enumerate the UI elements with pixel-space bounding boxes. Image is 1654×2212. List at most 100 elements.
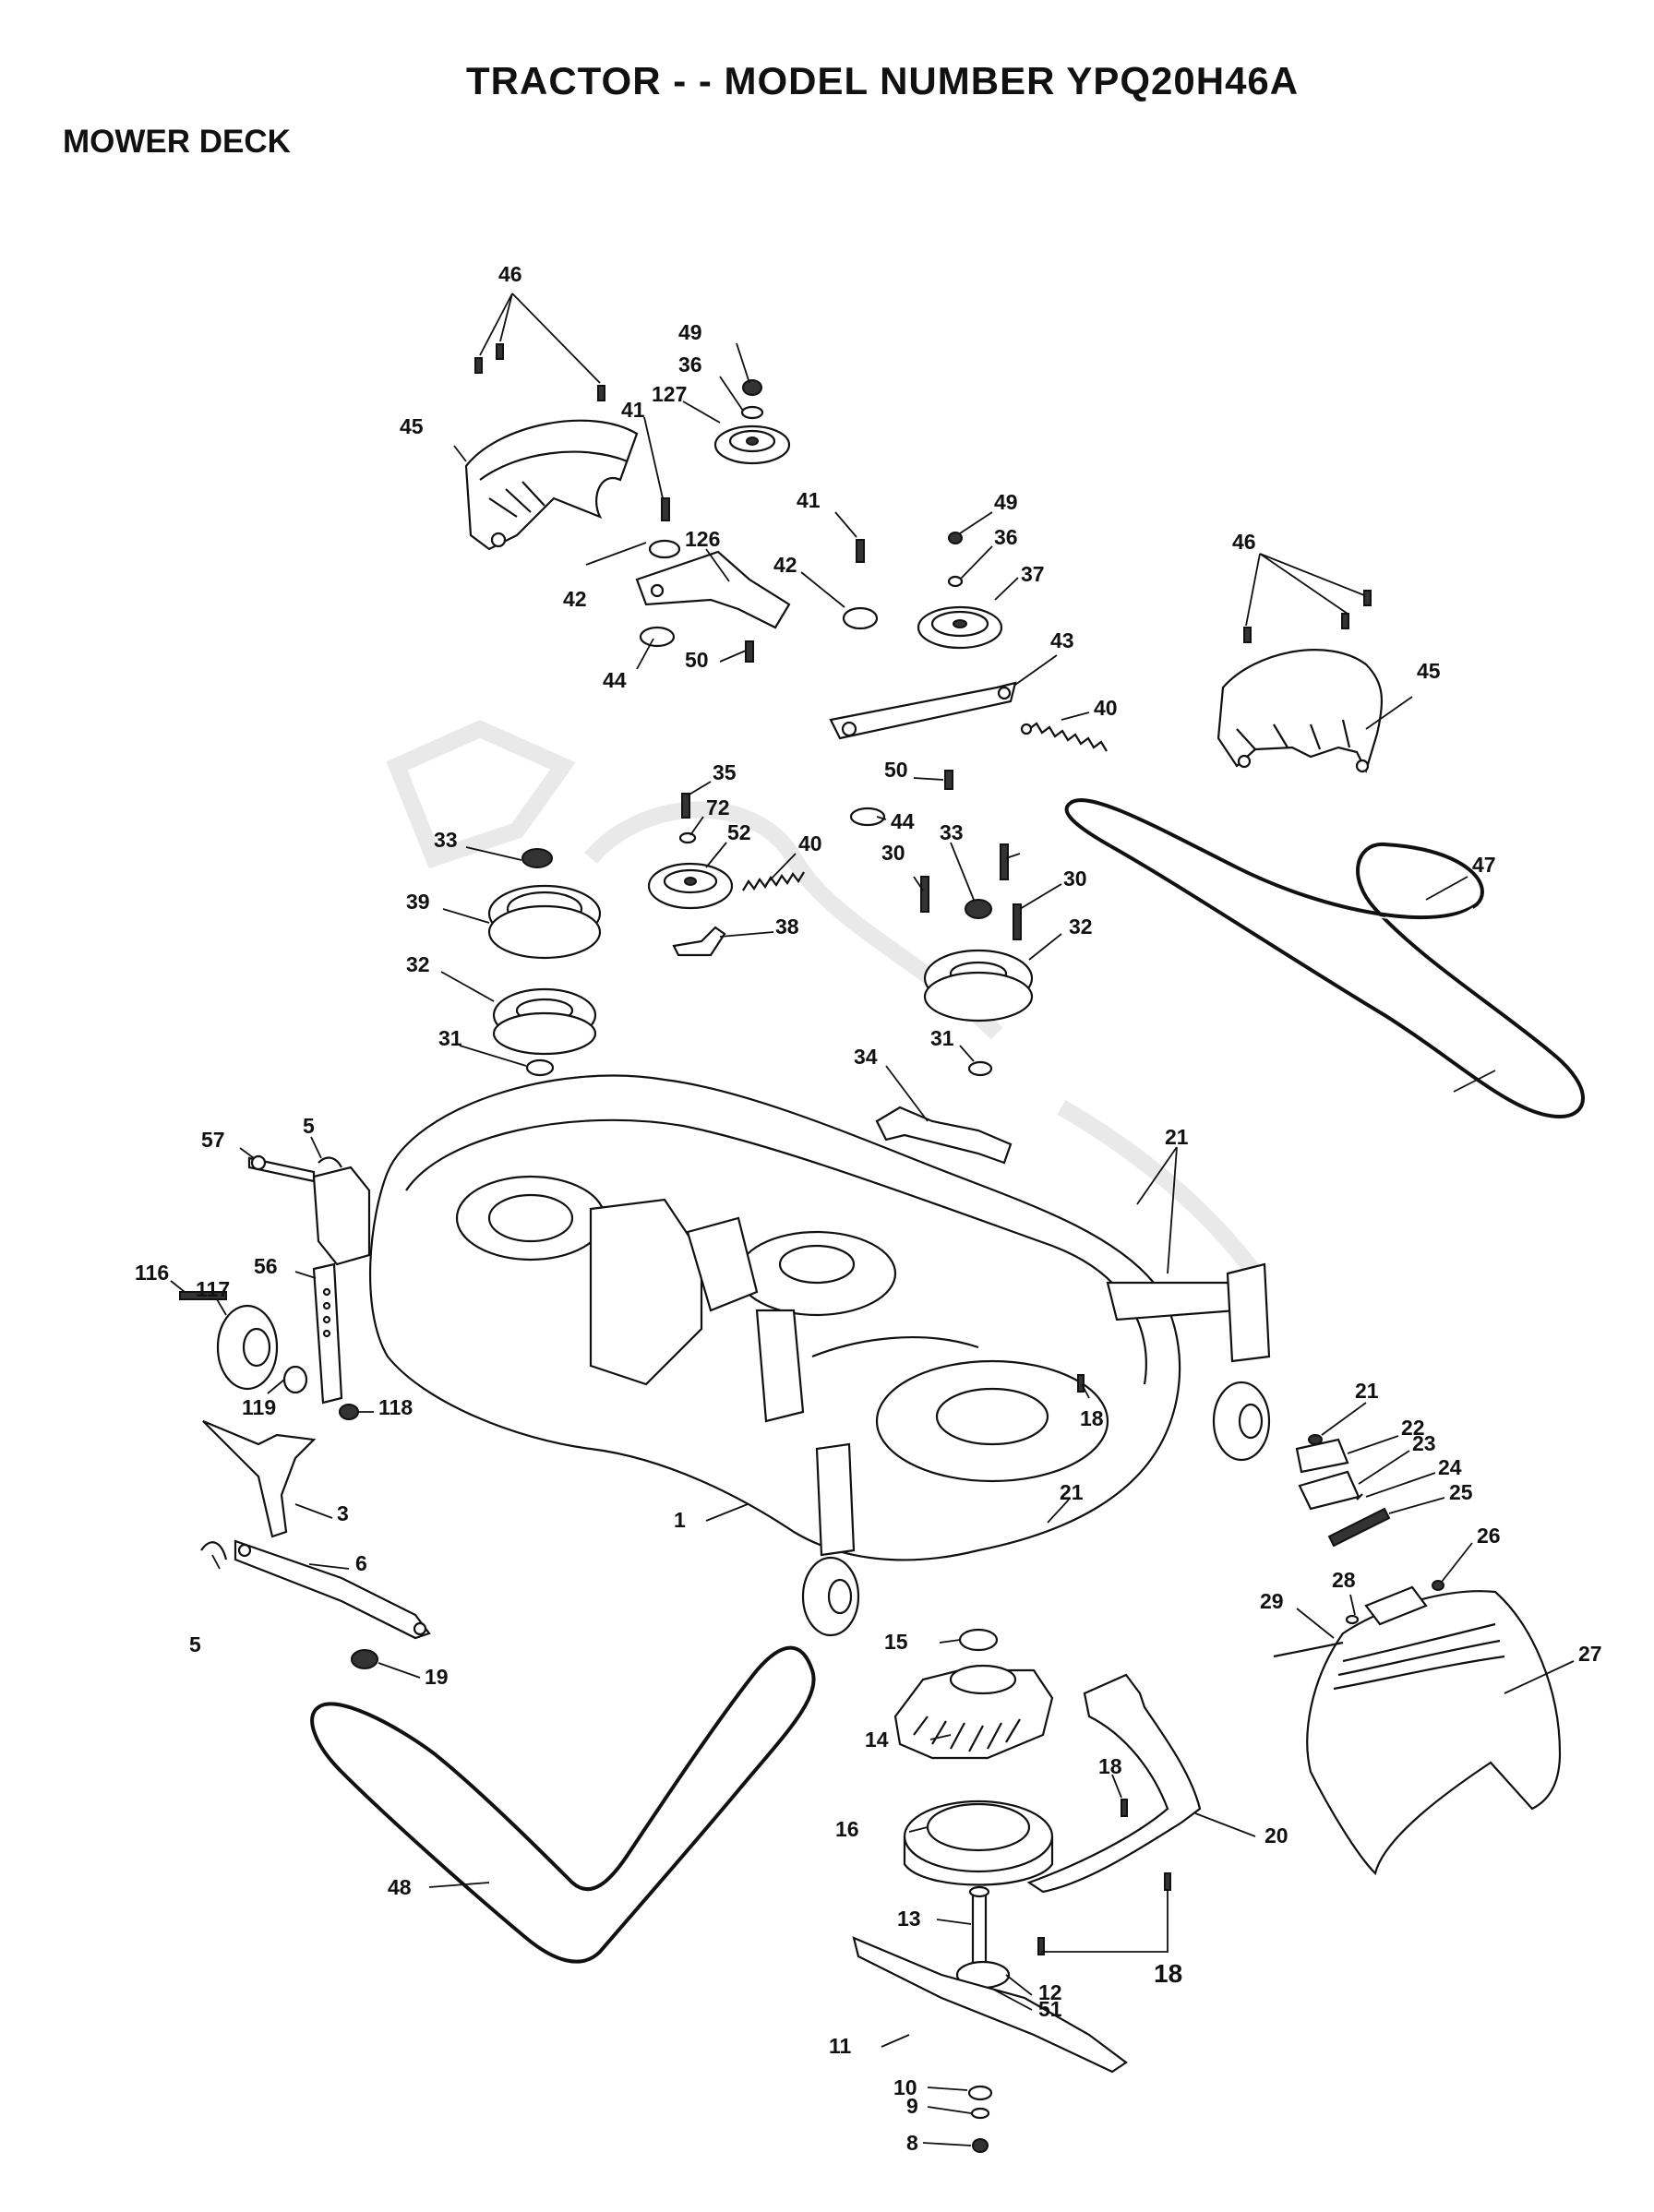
watermark <box>386 720 1263 1279</box>
callout-31-left: 31 <box>438 1026 462 1050</box>
idler-pulley-37 <box>917 532 1003 650</box>
callout-50-right: 50 <box>884 758 908 782</box>
callout-42-right: 42 <box>773 553 797 577</box>
callout-50-left: 50 <box>685 648 709 672</box>
callout-21-chute: 21 <box>1355 1379 1379 1403</box>
callout-12: 12 <box>1038 1980 1062 2004</box>
callout-33-left: 33 <box>434 828 458 852</box>
callout-51: 51 <box>1038 1997 1062 2021</box>
discharge-chute-27 <box>1273 1585 1562 1876</box>
callout-25: 25 <box>1449 1480 1473 1504</box>
callout-42-left: 42 <box>563 587 587 611</box>
callout-27: 27 <box>1578 1642 1602 1666</box>
callout-119: 119 <box>242 1395 276 1419</box>
callout-39: 39 <box>406 890 430 914</box>
callout-13: 13 <box>897 1907 921 1931</box>
callout-127: 127 <box>652 382 687 406</box>
spindle-assembly <box>852 1628 1128 2153</box>
callout-40-lower: 40 <box>798 831 822 855</box>
callout-45-left: 45 <box>400 414 424 438</box>
screws-46-right <box>1243 590 1372 643</box>
idler-arm-43 <box>829 681 1017 740</box>
section-title: MOWER DECK <box>63 124 291 160</box>
callout-20: 20 <box>1264 1823 1288 1847</box>
callout-46-left: 46 <box>498 262 522 286</box>
callout-38: 38 <box>775 915 799 939</box>
callout-35: 35 <box>713 760 737 784</box>
callout-41-right: 41 <box>797 488 821 512</box>
gauge-wheel-front <box>179 1291 359 1420</box>
callout-28: 28 <box>1332 1568 1356 1592</box>
callout-117: 117 <box>196 1277 230 1301</box>
pulley-stack-left <box>487 848 602 1077</box>
callout-57: 57 <box>201 1128 225 1152</box>
callout-36-right: 36 <box>994 525 1018 549</box>
gauge-wheel-rear-right <box>1212 1262 1271 1462</box>
callout-47: 47 <box>1472 853 1496 877</box>
bracket-38 <box>672 926 726 957</box>
link-6 <box>200 1539 431 1640</box>
callout-labels: 46 41 45 49 36 127 126 42 44 50 41 42 49… <box>135 262 1602 2155</box>
pulley-stack-right <box>849 770 1034 1077</box>
callout-126: 126 <box>685 527 720 551</box>
bolt-19 <box>351 1649 378 1669</box>
callout-32-left: 32 <box>406 952 430 976</box>
callout-29: 29 <box>1260 1589 1284 1613</box>
callout-14: 14 <box>865 1728 889 1752</box>
link-3 <box>202 1419 317 1538</box>
callout-40-upper: 40 <box>1094 696 1118 720</box>
bracket-34 <box>875 1106 1013 1165</box>
callout-1: 1 <box>674 1508 686 1532</box>
leader-lines <box>170 293 1575 2146</box>
callout-23: 23 <box>1412 1431 1436 1455</box>
belt-cover-right <box>1217 649 1384 773</box>
callout-22: 22 <box>1401 1416 1425 1440</box>
callout-11: 11 <box>829 2034 852 2058</box>
callout-3: 3 <box>337 1501 349 1525</box>
screws-46-left <box>474 343 605 401</box>
callout-5-upper: 5 <box>303 1114 315 1138</box>
belt-cover-left <box>464 419 639 551</box>
deck-belt-48 <box>310 1645 816 1964</box>
callout-10: 10 <box>893 2075 917 2099</box>
drive-belt-47 <box>1064 798 1585 1119</box>
spring-40-upper <box>1020 722 1108 752</box>
baffle-20 <box>1026 1374 1202 1955</box>
callout-37: 37 <box>1021 562 1045 586</box>
callout-18-baffle: 18 <box>1098 1754 1122 1778</box>
callout-6: 6 <box>355 1551 367 1575</box>
callout-44-left: 44 <box>603 668 627 692</box>
callout-32-right: 32 <box>1069 915 1093 939</box>
mower-deck-housing <box>368 1074 1239 1561</box>
callout-21-upper: 21 <box>1165 1125 1189 1149</box>
front-bracket <box>247 1154 371 1405</box>
callout-118: 118 <box>378 1395 413 1419</box>
callout-49-right: 49 <box>994 490 1018 514</box>
callout-48: 48 <box>388 1875 412 1899</box>
callout-72: 72 <box>706 795 730 819</box>
idler-pulley-52 <box>647 793 734 910</box>
spring-40-lower <box>742 871 805 891</box>
callout-46-right: 46 <box>1232 530 1256 554</box>
callout-52: 52 <box>727 820 751 844</box>
callout-45-right: 45 <box>1417 659 1441 683</box>
idler-pulley-127 <box>713 379 791 465</box>
callout-30-left: 30 <box>881 841 905 865</box>
callout-34: 34 <box>854 1045 878 1069</box>
idler-bracket-126 <box>635 497 879 663</box>
callout-24: 24 <box>1438 1455 1462 1479</box>
callout-9: 9 <box>906 2094 918 2118</box>
callout-5-lower: 5 <box>189 1632 201 1656</box>
callout-41-left: 41 <box>621 398 645 422</box>
page-title: TRACTOR - - MODEL NUMBER YPQ20H46A <box>466 59 1300 102</box>
callout-26: 26 <box>1477 1524 1501 1548</box>
callout-16: 16 <box>835 1817 859 1841</box>
callout-31-right: 31 <box>930 1026 954 1050</box>
callout-8: 8 <box>906 2131 918 2155</box>
callout-30-right: 30 <box>1063 867 1087 891</box>
callout-19: 19 <box>425 1665 449 1689</box>
callout-21-lower: 21 <box>1060 1480 1084 1504</box>
callout-15: 15 <box>884 1630 908 1654</box>
callout-56: 56 <box>254 1254 278 1278</box>
callout-18-deck: 18 <box>1080 1406 1104 1430</box>
